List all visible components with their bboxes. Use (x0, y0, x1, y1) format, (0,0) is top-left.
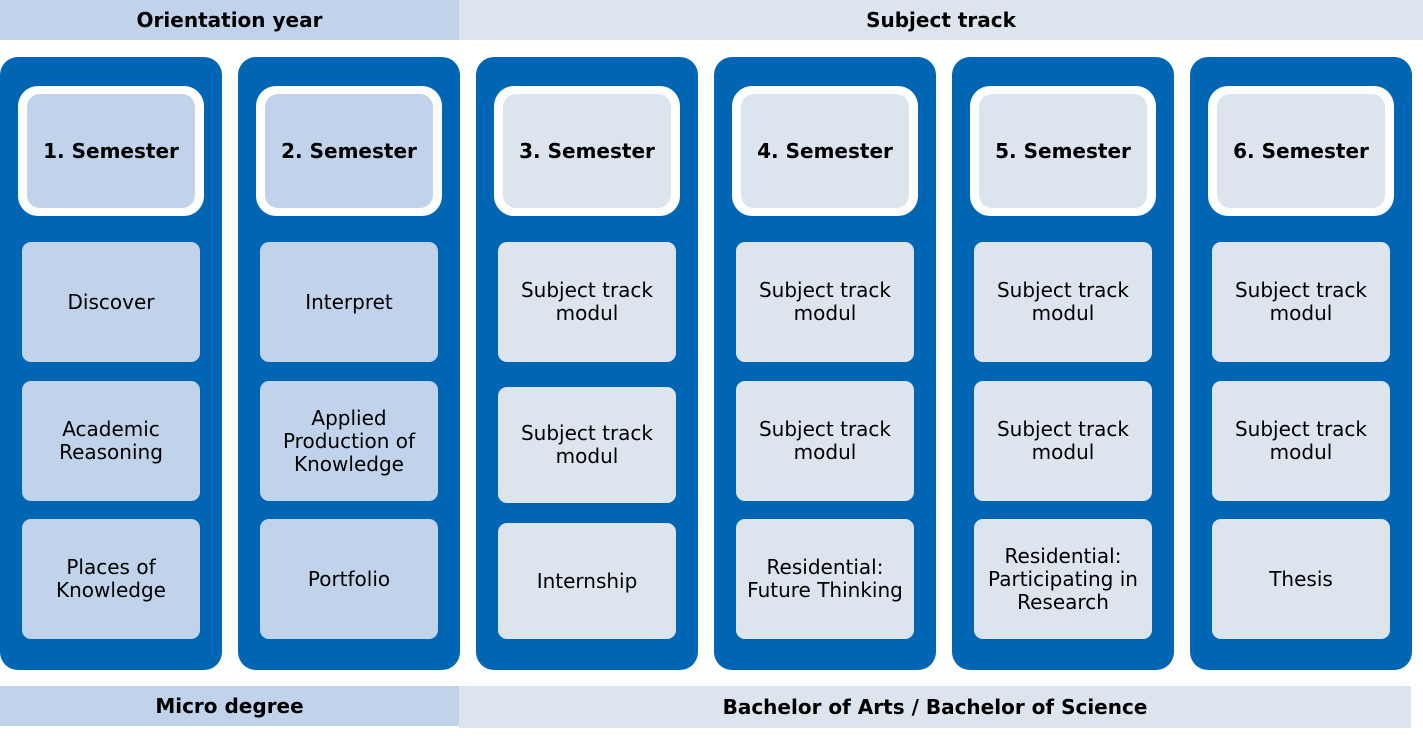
micro-degree-footer: Micro degree (0, 686, 459, 726)
module-card: Residential: Future Thinking (736, 519, 914, 639)
orientation-year-header: Orientation year (0, 0, 459, 40)
module-card: Residential: Participating in Research (974, 519, 1152, 639)
semester-title-6: 6. Semester (1217, 94, 1385, 208)
module-card: Subject track modul (1212, 381, 1390, 501)
module-card: Subject track modul (974, 381, 1152, 501)
semester-header-6: 6. Semester (1208, 86, 1394, 216)
module-card: Internship (498, 523, 676, 639)
module-card: Discover (22, 242, 200, 362)
module-card: Subject track modul (498, 387, 676, 503)
semester-title-4: 4. Semester (741, 94, 909, 208)
semester-header-2: 2. Semester (256, 86, 442, 216)
semester-title-3: 3. Semester (503, 94, 671, 208)
module-card: Portfolio (260, 519, 438, 639)
module-card: Subject track modul (736, 242, 914, 362)
module-card: Applied Production of Knowledge (260, 381, 438, 501)
semester-column-4: 4. Semester Subject track modul Subject … (714, 57, 936, 670)
semester-title-1: 1. Semester (27, 94, 195, 208)
module-card: Subject track modul (1212, 242, 1390, 362)
semester-header-4: 4. Semester (732, 86, 918, 216)
module-card: Subject track modul (498, 242, 676, 362)
semester-title-2: 2. Semester (265, 94, 433, 208)
module-card: Subject track modul (736, 381, 914, 501)
subject-track-header: Subject track (459, 0, 1423, 40)
semester-header-5: 5. Semester (970, 86, 1156, 216)
module-card: Thesis (1212, 519, 1390, 639)
semester-column-5: 5. Semester Subject track modul Subject … (952, 57, 1174, 670)
semester-column-1: 1. Semester Discover Academic Reasoning … (0, 57, 222, 670)
semester-title-5: 5. Semester (979, 94, 1147, 208)
semester-column-2: 2. Semester Interpret Applied Production… (238, 57, 460, 670)
semester-column-3: 3. Semester Subject track modul Subject … (476, 57, 698, 670)
module-card: Interpret (260, 242, 438, 362)
bachelor-degree-footer: Bachelor of Arts / Bachelor of Science (459, 686, 1411, 728)
module-card: Subject track modul (974, 242, 1152, 362)
semester-column-6: 6. Semester Subject track modul Subject … (1190, 57, 1412, 670)
semester-header-3: 3. Semester (494, 86, 680, 216)
module-card: Places of Knowledge (22, 519, 200, 639)
module-card: Academic Reasoning (22, 381, 200, 501)
semester-header-1: 1. Semester (18, 86, 204, 216)
